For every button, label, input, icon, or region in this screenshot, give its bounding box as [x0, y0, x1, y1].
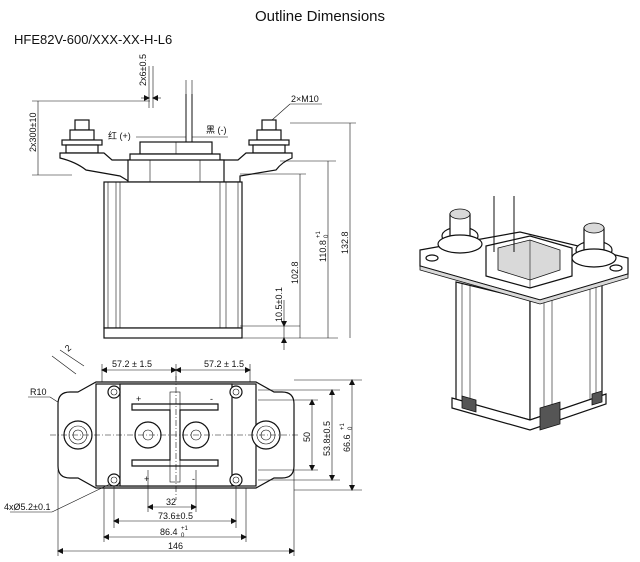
plus-bottom: + — [144, 474, 149, 484]
dim-86-4-tol-plus: +1 — [181, 526, 189, 532]
pitch-left-label: 57.2 ± 1.5 — [112, 359, 152, 369]
height-terminal-label: 110.8 — [318, 240, 328, 262]
dim-53-8-label: 53.8±0.5 — [322, 421, 332, 456]
height-terminal-tol-minus: 0 — [324, 234, 330, 238]
wire-black-label: 黑 (-) — [206, 125, 227, 135]
thread-label: 2×M10 — [291, 94, 319, 104]
isometric-view — [419, 196, 629, 431]
minus-bottom: - — [192, 474, 195, 484]
height-total-label: 132.8 — [340, 231, 350, 254]
model-number: HFE82V-600/XXX-XX-H-L6 — [14, 32, 173, 47]
plus-top: + — [136, 394, 141, 404]
page-title: Outline Dimensions — [254, 8, 386, 25]
dim-66-6-label: 66.6 — [342, 434, 352, 452]
radius-label: R10 — [30, 387, 47, 397]
mount-holes-label: 4xØ5.2±0.1 — [4, 502, 50, 512]
wire-red-label: 红 (+) — [108, 130, 131, 141]
dim-86-4-label: 86.4 — [160, 527, 178, 537]
foot-height-label: 10.5±0.1 — [274, 287, 284, 322]
angle-label: 2 — [63, 343, 73, 354]
pitch-right-label: 57.2 ± 1.5 — [204, 359, 244, 369]
dim-66-6-tol-minus: 0 — [348, 426, 354, 430]
relay-body — [103, 181, 243, 329]
mount-hole-br — [229, 473, 243, 487]
dim-86-4-tol-minus: 0 — [181, 533, 185, 539]
wire-length-label: 2x300±10 — [28, 113, 38, 152]
dim-66-6-tol-plus: +1 — [340, 422, 346, 430]
mount-hole-tl — [107, 385, 121, 399]
dim-50-label: 50 — [302, 432, 312, 442]
mount-hole-tr — [229, 385, 243, 399]
side-view: 2x6±0.5 2x300±10 2×M10 红 (+) 黑 (-) — [28, 54, 356, 350]
dim-73-6-label: 73.6±0.5 — [158, 511, 193, 521]
top-view: 57.2 ± 1.5 57.2 ± 1.5 2 R10 — [4, 343, 362, 556]
wire-spacing-label: 2x6±0.5 — [138, 54, 148, 86]
dim-146-label: 146 — [168, 541, 183, 551]
minus-top: - — [210, 394, 213, 404]
height-body-label: 102.8 — [290, 261, 300, 284]
dim-32-label: 32 — [166, 497, 176, 507]
height-terminal-tol-plus: +1 — [316, 230, 322, 238]
